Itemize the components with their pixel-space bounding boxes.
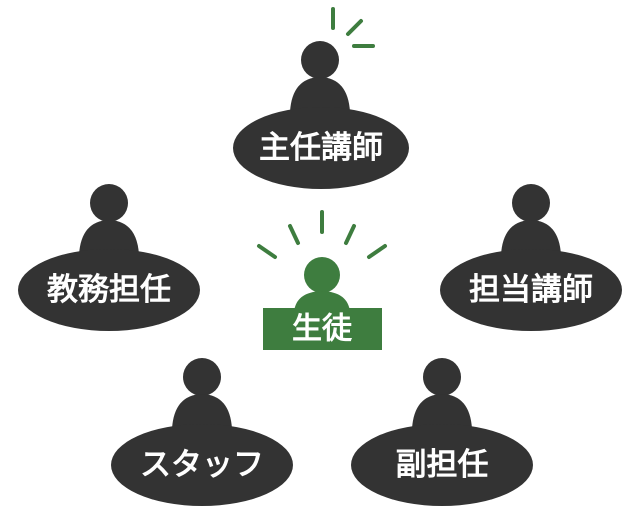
person-icon [294, 257, 350, 312]
role-label-badge [233, 107, 409, 189]
role-assigned-teacher: 担当講師 [440, 184, 622, 331]
role-label-badge [18, 249, 200, 331]
ray [257, 244, 277, 259]
person-icon [172, 358, 232, 429]
student-center: 生徒 [257, 210, 387, 350]
role-academic-affairs: 教務担任 [18, 184, 200, 331]
student-label: 生徒 [292, 312, 353, 347]
ray [367, 244, 387, 259]
role-label: 主任講師 [259, 130, 383, 166]
ray [344, 224, 356, 245]
role-chief-teacher: 主任講師 [233, 7, 409, 189]
person-icon [79, 184, 139, 255]
role-label: 担当講師 [469, 272, 593, 308]
ray [346, 19, 363, 36]
role-vice-homeroom: 副担任 [351, 358, 533, 506]
role-label: 副担任 [396, 447, 489, 483]
role-label-badge [351, 424, 533, 506]
role-label-badge [440, 249, 622, 331]
role-label: 教務担任 [47, 272, 171, 308]
role-staff: スタッフ [111, 358, 293, 506]
ray [288, 224, 300, 245]
person-icon [290, 41, 350, 112]
highlight-rays [331, 7, 375, 48]
person-icon [412, 358, 472, 429]
person-icon [501, 184, 561, 255]
role-label-badge [111, 424, 293, 506]
student-label-box [263, 308, 382, 350]
highlight-rays [257, 210, 387, 259]
role-label: スタッフ [140, 447, 264, 483]
